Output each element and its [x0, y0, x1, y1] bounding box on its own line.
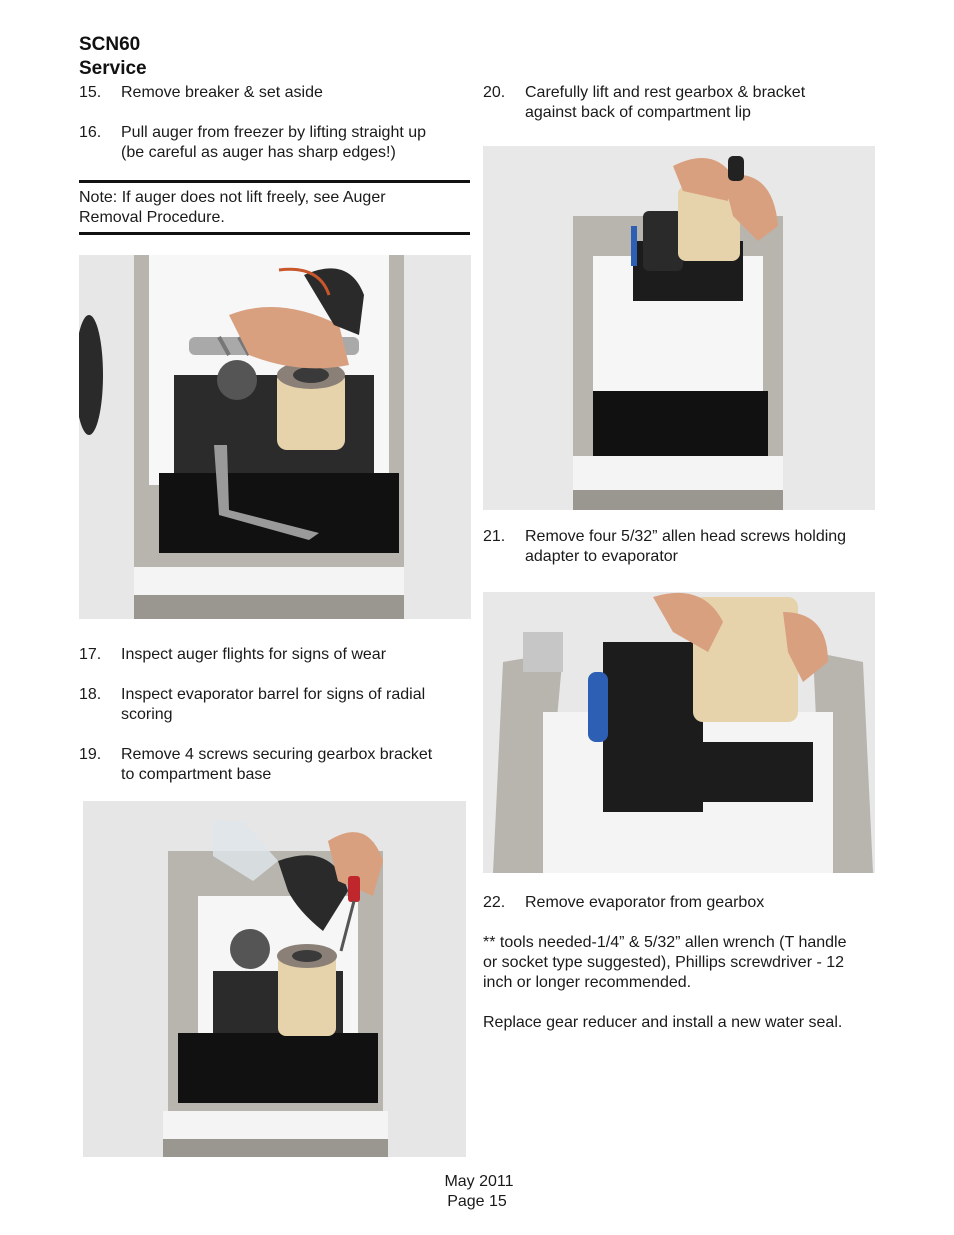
step-18: 18. Inspect evaporator barrel for signs … [79, 685, 469, 725]
step-text: adapter to evaporator [525, 548, 678, 565]
step-16: 16. Pull auger from freezer by lifting s… [79, 123, 469, 163]
step-15: 15. Remove breaker & set aside [79, 83, 469, 103]
step-number: 19. [79, 746, 102, 763]
photo-evaporator-adapter [483, 592, 875, 873]
step-text: Remove four 5/32” allen head screws hold… [525, 528, 847, 545]
step-number: 15. [79, 84, 102, 101]
step-17: 17. Inspect auger flights for signs of w… [79, 645, 469, 665]
step-text: Remove breaker & set aside [121, 84, 323, 101]
step-text: to compartment base [121, 766, 272, 783]
step-text: Inspect auger flights for signs of wear [121, 646, 387, 663]
tools-note-line: or socket type suggested), Phillips scre… [483, 954, 845, 971]
step-text: Carefully lift and rest gearbox & bracke… [525, 84, 806, 101]
tools-note-line: inch or longer recommended. [483, 974, 692, 991]
photo-gearbox-screws [83, 801, 466, 1157]
photo-auger-removal [79, 255, 471, 619]
page-model-title: SCN60 [79, 34, 141, 55]
photo-gearbox-lift [483, 146, 875, 510]
note-line: Removal Procedure. [79, 209, 225, 226]
step-text: Remove 4 screws securing gearbox bracket [121, 746, 433, 763]
step-text: Pull auger from freezer by lifting strai… [121, 124, 427, 141]
step-text: Inspect evaporator barrel for signs of r… [121, 686, 426, 703]
step-number: 18. [79, 686, 102, 703]
footer-date: May 2011 [444, 1173, 514, 1190]
step-text: scoring [121, 706, 173, 723]
page-section-title: Service [79, 58, 147, 79]
footer-page-number: Page 15 [447, 1193, 507, 1210]
step-number: 22. [483, 894, 506, 911]
step-number: 16. [79, 124, 102, 141]
step-text: Remove evaporator from gearbox [525, 894, 765, 911]
step-text: against back of compartment lip [525, 104, 751, 121]
step-22: 22. Remove evaporator from gearbox [483, 893, 883, 913]
replace-note: Replace gear reducer and install a new w… [483, 1014, 843, 1031]
note-rule-top [79, 180, 470, 183]
step-19: 19. Remove 4 screws securing gearbox bra… [79, 745, 469, 785]
tools-note-line: ** tools needed-1/4” & 5/32” allen wrenc… [483, 934, 847, 951]
step-number: 20. [483, 84, 506, 101]
note-rule-bottom [79, 232, 470, 235]
step-21: 21. Remove four 5/32” allen head screws … [483, 527, 883, 567]
step-20: 20. Carefully lift and rest gearbox & br… [483, 83, 883, 123]
step-text: (be careful as auger has sharp edges!) [121, 144, 396, 161]
step-number: 17. [79, 646, 102, 663]
note-line: Note: If auger does not lift freely, see… [79, 189, 386, 206]
step-number: 21. [483, 528, 506, 545]
